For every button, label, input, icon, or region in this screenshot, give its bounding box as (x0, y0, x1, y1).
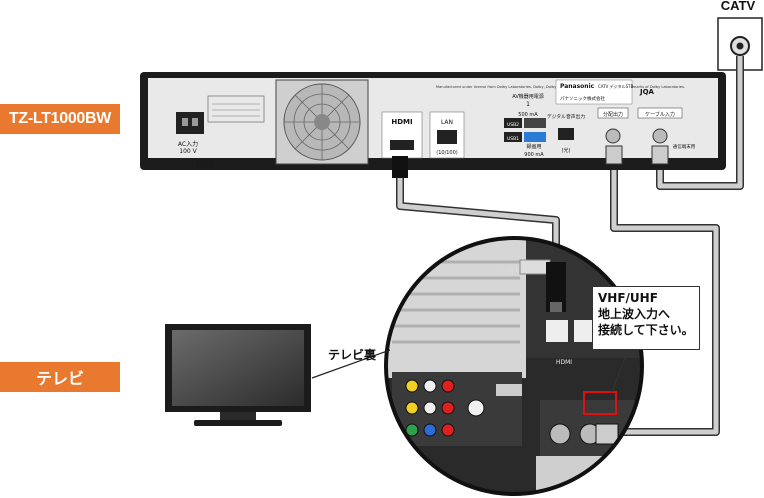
ac-input-label: AC入力 (178, 140, 198, 148)
antenna-cable (610, 160, 720, 436)
cable-in-label: ケーブル入力 (645, 111, 675, 118)
recorder-model-tag: TZ-LT1000BW (0, 104, 120, 134)
usb1-label: USB1 (507, 136, 519, 142)
usb-power-num: 1 (526, 101, 530, 108)
tv-back-zoom: USB 2 HDMI (384, 236, 644, 496)
optical-label: (光) (562, 147, 571, 154)
catv-label: CATV (720, 0, 756, 13)
recorder-lan-label: LAN (441, 119, 453, 126)
tv-usb-label: USB 2 (503, 268, 518, 274)
model-line: CATV デジタルSTB (598, 83, 634, 89)
usb-current-1: 500 mA (518, 112, 538, 118)
catv-cable (656, 56, 744, 190)
usb2-label: USB2 (507, 122, 519, 128)
tv-back-label: テレビ裏 (328, 348, 377, 362)
usb-sub-label: 録画用 (526, 143, 541, 150)
tv-zoom-pointer (311, 349, 391, 379)
connection-instruction-callout: VHF/UHF 地上波入力へ 接続して下さい。 (592, 286, 700, 350)
hdmi-cable (396, 176, 560, 262)
tv-tag: テレビ (0, 362, 120, 392)
callout-pointer (611, 349, 629, 393)
usb-power-title: AV機器用電源 (512, 93, 544, 100)
split-out-label: 分配出力 (603, 111, 623, 118)
tv-hdmi-label: HDMI (556, 359, 572, 366)
callout-line-3: 接続して下さい。 (598, 323, 694, 337)
recorder-hdmi-label: HDMI (391, 118, 412, 126)
television (165, 324, 311, 426)
ac-voltage-label: 100 V (179, 148, 197, 155)
usb-current-2: 900 mA (524, 152, 544, 158)
callout-line-1: VHF/UHF (598, 291, 658, 305)
ground-label: 通信端末用 (673, 143, 696, 150)
jqa-label: JQA (639, 88, 655, 96)
callout-line-2: 地上波入力へ (598, 307, 671, 321)
maker-jp-label: パナソニック株式会社 (560, 95, 605, 102)
recorder-connectors (392, 145, 669, 178)
antenna-input-highlight (583, 391, 617, 415)
recorder-lan-sub: (10/100) (436, 150, 458, 156)
recorder-back-panel: AC入力 100 V HDMI LAN (10/100) Manufacture… (140, 72, 726, 170)
digital-audio-label: デジタル音声出力 (547, 113, 585, 120)
brand-label: Panasonic (560, 83, 595, 90)
